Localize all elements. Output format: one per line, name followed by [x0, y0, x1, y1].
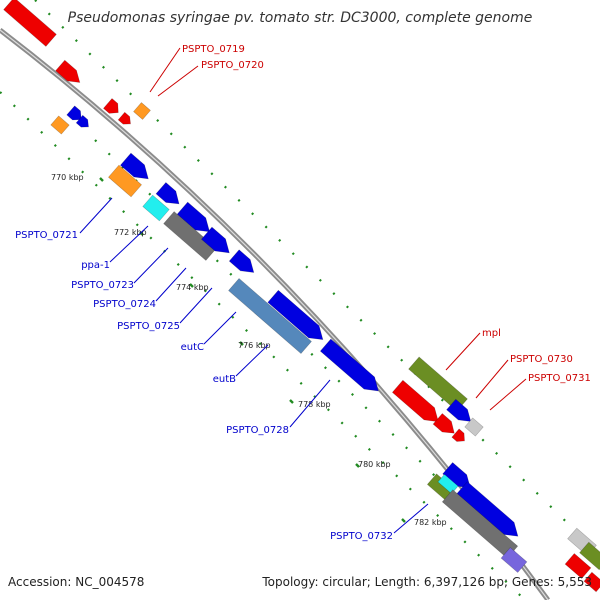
forward-label-leader [157, 65, 199, 97]
forward-gene-label[interactable]: PSPTO_0730 [510, 354, 573, 365]
reverse-gene-label[interactable]: eutC [181, 342, 204, 353]
gene-pspto-0723[interactable] [163, 211, 217, 261]
reverse-gene-label[interactable]: PSPTO_0728 [226, 425, 289, 436]
reverse-gene-label[interactable]: PSPTO_0725 [117, 321, 180, 332]
reverse-gene-label[interactable]: PSPTO_0732 [330, 531, 393, 542]
gene-pspto-0731[interactable] [464, 417, 484, 437]
gene-blue[interactable] [176, 201, 215, 238]
gene-blue[interactable] [228, 249, 258, 278]
gene-forward-red[interactable] [432, 413, 459, 439]
genome-summary-text: Topology: circular; Length: 6,397,126 bp… [261, 575, 592, 589]
tick-label: 776 kbp [238, 341, 271, 350]
reverse-label-leader [155, 267, 187, 302]
reverse-gene-label[interactable]: eutB [213, 374, 236, 385]
reverse-label-leader [393, 503, 429, 534]
gene-violet[interactable] [500, 547, 528, 573]
gene-pspto-0719-tail[interactable] [117, 111, 134, 127]
tick-mark [189, 283, 194, 288]
gene-pspto-0719[interactable] [103, 98, 122, 118]
gene-pspto-0720[interactable] [133, 102, 151, 120]
reverse-label-leader [179, 287, 213, 324]
tick-label: 778 kbp [298, 400, 331, 409]
map-title: Pseudomonas syringae pv. tomato str. DC3… [68, 10, 533, 26]
gene-forward-olive[interactable] [579, 541, 600, 571]
tick-mark [401, 518, 406, 523]
reverse-label-leader [289, 379, 331, 428]
outer-tick-ring [34, 0, 600, 556]
inner-tick-ring [0, 91, 526, 600]
gene-blue[interactable] [456, 481, 523, 543]
tick-mark [99, 177, 104, 182]
tick-label: 772 kbp [114, 228, 147, 237]
reverse-gene-label[interactable]: PSPTO_0723 [71, 280, 134, 291]
accession-text: Accession: NC_004578 [8, 575, 144, 589]
forward-gene-label[interactable]: mpl [482, 328, 501, 339]
gene-blue[interactable] [66, 105, 85, 124]
tick-mark [355, 463, 360, 468]
reverse-gene-label[interactable]: PSPTO_0721 [15, 230, 78, 241]
gene-blue[interactable] [120, 152, 153, 185]
tick-label: 774 kbp [176, 283, 209, 292]
tick-label: 780 kbp [358, 460, 391, 469]
gene-forward-red[interactable] [564, 553, 592, 579]
gene-blue[interactable] [155, 182, 184, 209]
gene-eutb[interactable] [267, 289, 328, 345]
reverse-gene-label[interactable]: PSPTO_0724 [93, 299, 156, 310]
feature-labels[interactable]: PSPTO_0719PSPTO_0720mplPSPTO_0730PSPTO_0… [15, 44, 591, 542]
gene-ppa-1[interactable] [142, 194, 170, 222]
gene-eutc[interactable] [228, 278, 312, 354]
reverse-gene-label[interactable]: ppa-1 [81, 260, 110, 271]
reverse-label-leader [79, 197, 113, 234]
label-leader-lines [79, 47, 527, 534]
forward-label-leader [445, 332, 481, 371]
forward-gene-label[interactable]: PSPTO_0731 [528, 373, 591, 384]
forward-gene-label[interactable]: PSPTO_0720 [201, 60, 264, 71]
gene-pspto-0724[interactable] [201, 226, 234, 259]
reverse-label-leader [133, 247, 169, 284]
tick-label: 770 kbp [51, 173, 84, 182]
gene-forward-red[interactable] [55, 59, 85, 88]
gene-features[interactable] [3, 0, 600, 593]
gene-pspto-0721[interactable] [108, 164, 142, 198]
gene-pspto-0728[interactable] [319, 338, 383, 397]
gene-forward-red[interactable] [3, 0, 57, 47]
gene-pspto-0730[interactable] [446, 398, 476, 427]
reverse-label-leader [109, 225, 149, 263]
tick-mark [239, 341, 244, 346]
forward-gene-label[interactable]: PSPTO_0719 [182, 44, 245, 55]
tick-label: 782 kbp [414, 518, 447, 527]
gene-forward-red[interactable] [391, 379, 443, 428]
forward-label-leader [149, 47, 181, 93]
gene-orange[interactable] [50, 115, 70, 135]
reverse-label-leader [203, 311, 237, 345]
tick-mark [289, 399, 294, 404]
forward-label-leader [489, 378, 527, 411]
forward-label-leader [475, 359, 509, 399]
gene-forward-red[interactable] [451, 428, 468, 445]
reverse-label-leader [235, 344, 269, 377]
gene-blue[interactable] [75, 114, 92, 130]
